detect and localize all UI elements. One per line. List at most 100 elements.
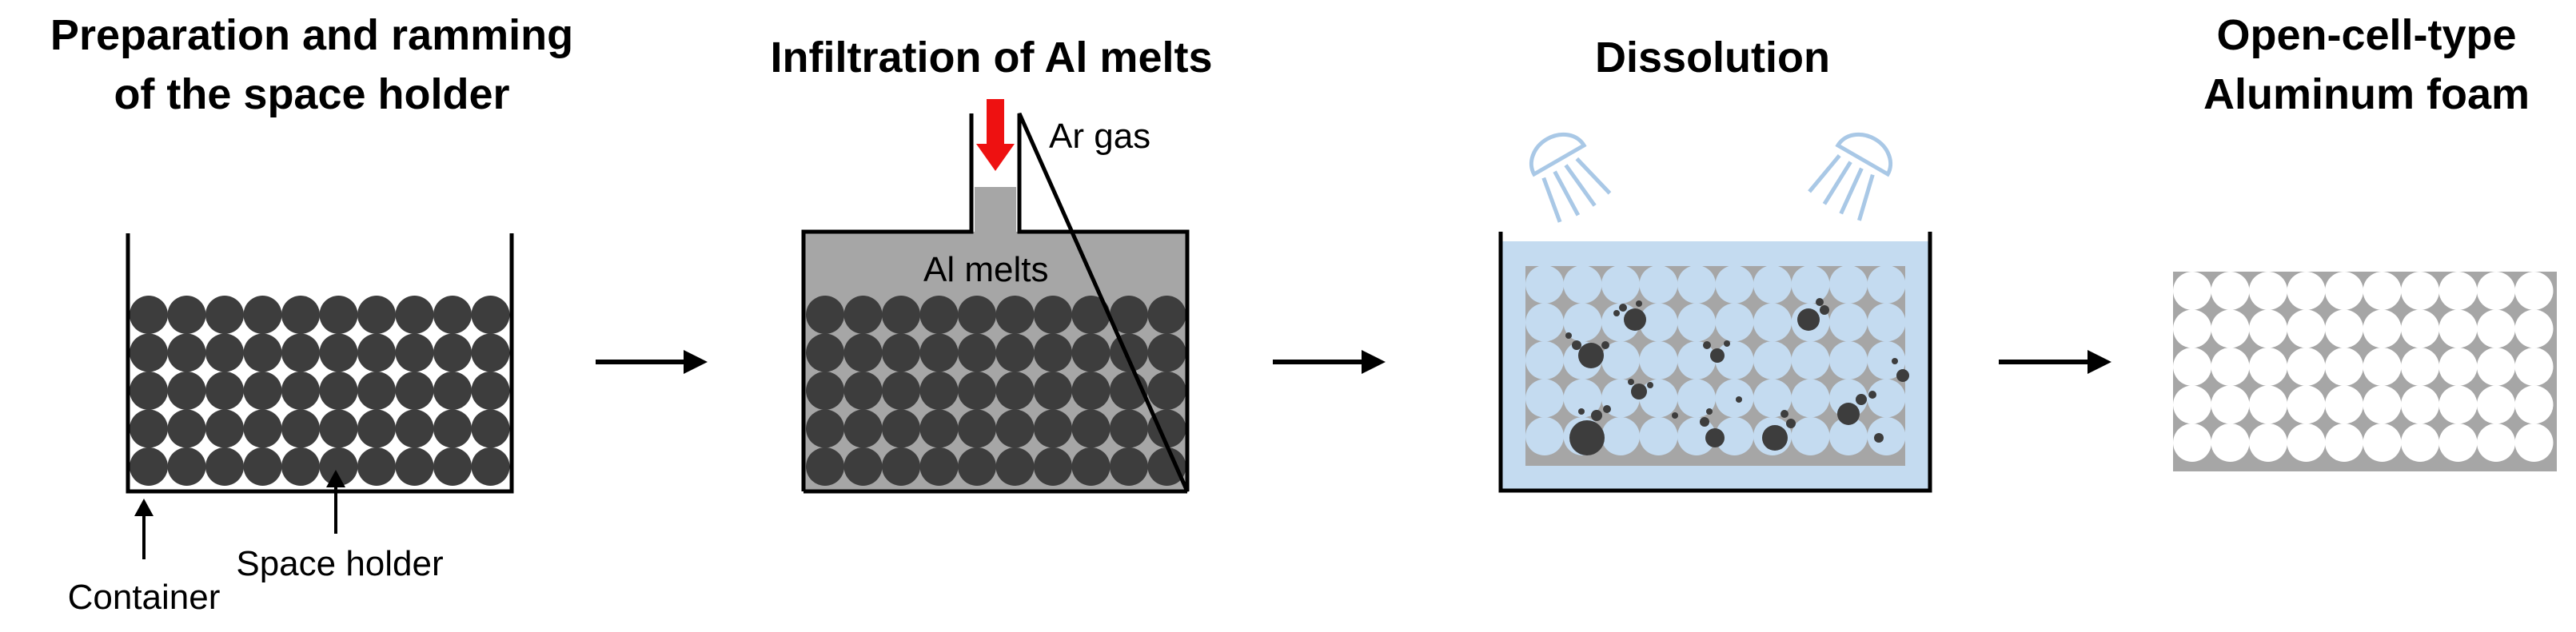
space-holder-particle	[995, 372, 1035, 410]
foam-cell	[2401, 348, 2439, 386]
space-holder-particle	[167, 447, 206, 486]
foam-cell	[2401, 423, 2439, 462]
debris-particle	[1578, 343, 1604, 368]
foam-cell	[2325, 309, 2363, 348]
debris-particle	[1631, 384, 1647, 399]
foam-cell	[2249, 385, 2287, 424]
space-holder-particle	[919, 296, 959, 334]
dissolving-particle	[1791, 341, 1830, 380]
space-holder-particle	[471, 447, 510, 486]
foam-cell	[2514, 309, 2554, 348]
space-holder-particle	[433, 296, 472, 334]
space-holder-particle	[995, 296, 1035, 334]
foam-cell	[2287, 385, 2326, 424]
debris-particle	[1624, 308, 1646, 331]
container-outline	[126, 233, 514, 494]
space-holder-label: Space holder	[236, 544, 443, 583]
debris-particle	[1700, 417, 1709, 427]
debris-particle	[1820, 305, 1829, 315]
dissolving-particle	[1639, 265, 1678, 304]
foam-cell	[2363, 423, 2402, 462]
space-holder-particle	[1034, 333, 1072, 372]
space-holder-particle	[167, 333, 206, 372]
space-holder-particle	[243, 447, 282, 486]
debris-particle	[1647, 382, 1653, 388]
space-holder-particle	[919, 447, 959, 486]
foam-cell	[2514, 423, 2554, 462]
space-holder-particle	[281, 296, 320, 334]
dissolving-particle	[1791, 379, 1830, 418]
dissolving-particle	[1525, 379, 1564, 418]
space-holder-particle	[167, 296, 206, 334]
panel-container: Container Space holder	[68, 233, 514, 617]
dissolving-particle	[1715, 379, 1754, 418]
right-arrow-icon	[1999, 350, 2111, 374]
dissolving-particle	[1525, 417, 1564, 455]
space-holder-particle	[395, 447, 434, 486]
space-holder-particle	[319, 333, 358, 372]
space-holder-particle	[471, 372, 510, 410]
space-holder-particle	[919, 372, 959, 410]
dissolving-particle	[1829, 341, 1868, 380]
debris-particle	[1703, 341, 1711, 349]
tank-outline	[1498, 232, 1932, 493]
debris-particle	[1613, 310, 1620, 316]
foam-cell	[2401, 385, 2439, 424]
debris-particle	[1572, 340, 1581, 350]
space-holder-particle	[958, 296, 996, 334]
space-holder-particle	[243, 372, 282, 410]
space-holder-particle	[958, 447, 996, 486]
space-holder-particles	[130, 296, 510, 486]
debris-particle	[1603, 405, 1611, 413]
debris-particle	[1736, 396, 1742, 403]
space-holder-particle	[843, 409, 883, 448]
space-holder-particle	[357, 409, 396, 448]
space-holder-particle	[281, 447, 320, 486]
space-holder-particle	[281, 409, 320, 448]
foam-cell	[2173, 309, 2211, 348]
space-holder-particle	[919, 409, 959, 448]
debris-particle	[1591, 410, 1602, 421]
space-holder-particle	[1147, 333, 1186, 372]
dissolving-particle	[1677, 303, 1716, 342]
foam-cell	[2363, 309, 2402, 348]
dissolving-particle	[1715, 341, 1754, 380]
al-melt-pipe-fill	[975, 187, 1016, 235]
space-holder-particle	[806, 372, 844, 410]
debris-particle	[1762, 425, 1788, 451]
space-holder-particle	[395, 296, 434, 334]
space-holder-particle	[319, 409, 358, 448]
debris-particle	[1672, 412, 1678, 419]
foam-cell	[2401, 309, 2439, 348]
space-holder-particle	[243, 409, 282, 448]
space-holder-particle	[1110, 333, 1148, 372]
space-holder-particle	[433, 447, 472, 486]
space-holder-particle	[243, 296, 282, 334]
space-holder-particle	[357, 447, 396, 486]
space-holder-particle	[958, 409, 996, 448]
dissolving-particle	[1867, 303, 1906, 342]
space-holder-particle	[1034, 296, 1072, 334]
foam-cell	[2287, 348, 2326, 386]
debris-particle	[1868, 391, 1876, 399]
step4-title-line1: Open-cell-type	[2216, 11, 2516, 59]
dissolving-particle	[1563, 379, 1602, 418]
foam-cell	[2287, 309, 2326, 348]
space-holder-particle	[433, 372, 472, 410]
foam-cell	[2401, 272, 2439, 310]
debris-particle	[1706, 408, 1713, 415]
foam-cell	[2287, 272, 2326, 310]
foam-cell	[2325, 272, 2363, 310]
foam-cell	[2514, 348, 2554, 386]
space-holder-particle	[433, 333, 472, 372]
down-arrow-icon	[976, 99, 1015, 171]
dissolving-particle	[1715, 417, 1754, 455]
dissolving-particle	[1677, 341, 1716, 380]
dissolving-particle	[1829, 265, 1868, 304]
space-holder-particle	[1034, 447, 1072, 486]
space-holder-particle	[995, 333, 1035, 372]
dissolving-particle	[1867, 417, 1906, 455]
space-holder-particle	[882, 372, 920, 410]
debris-particle	[1874, 433, 1884, 443]
